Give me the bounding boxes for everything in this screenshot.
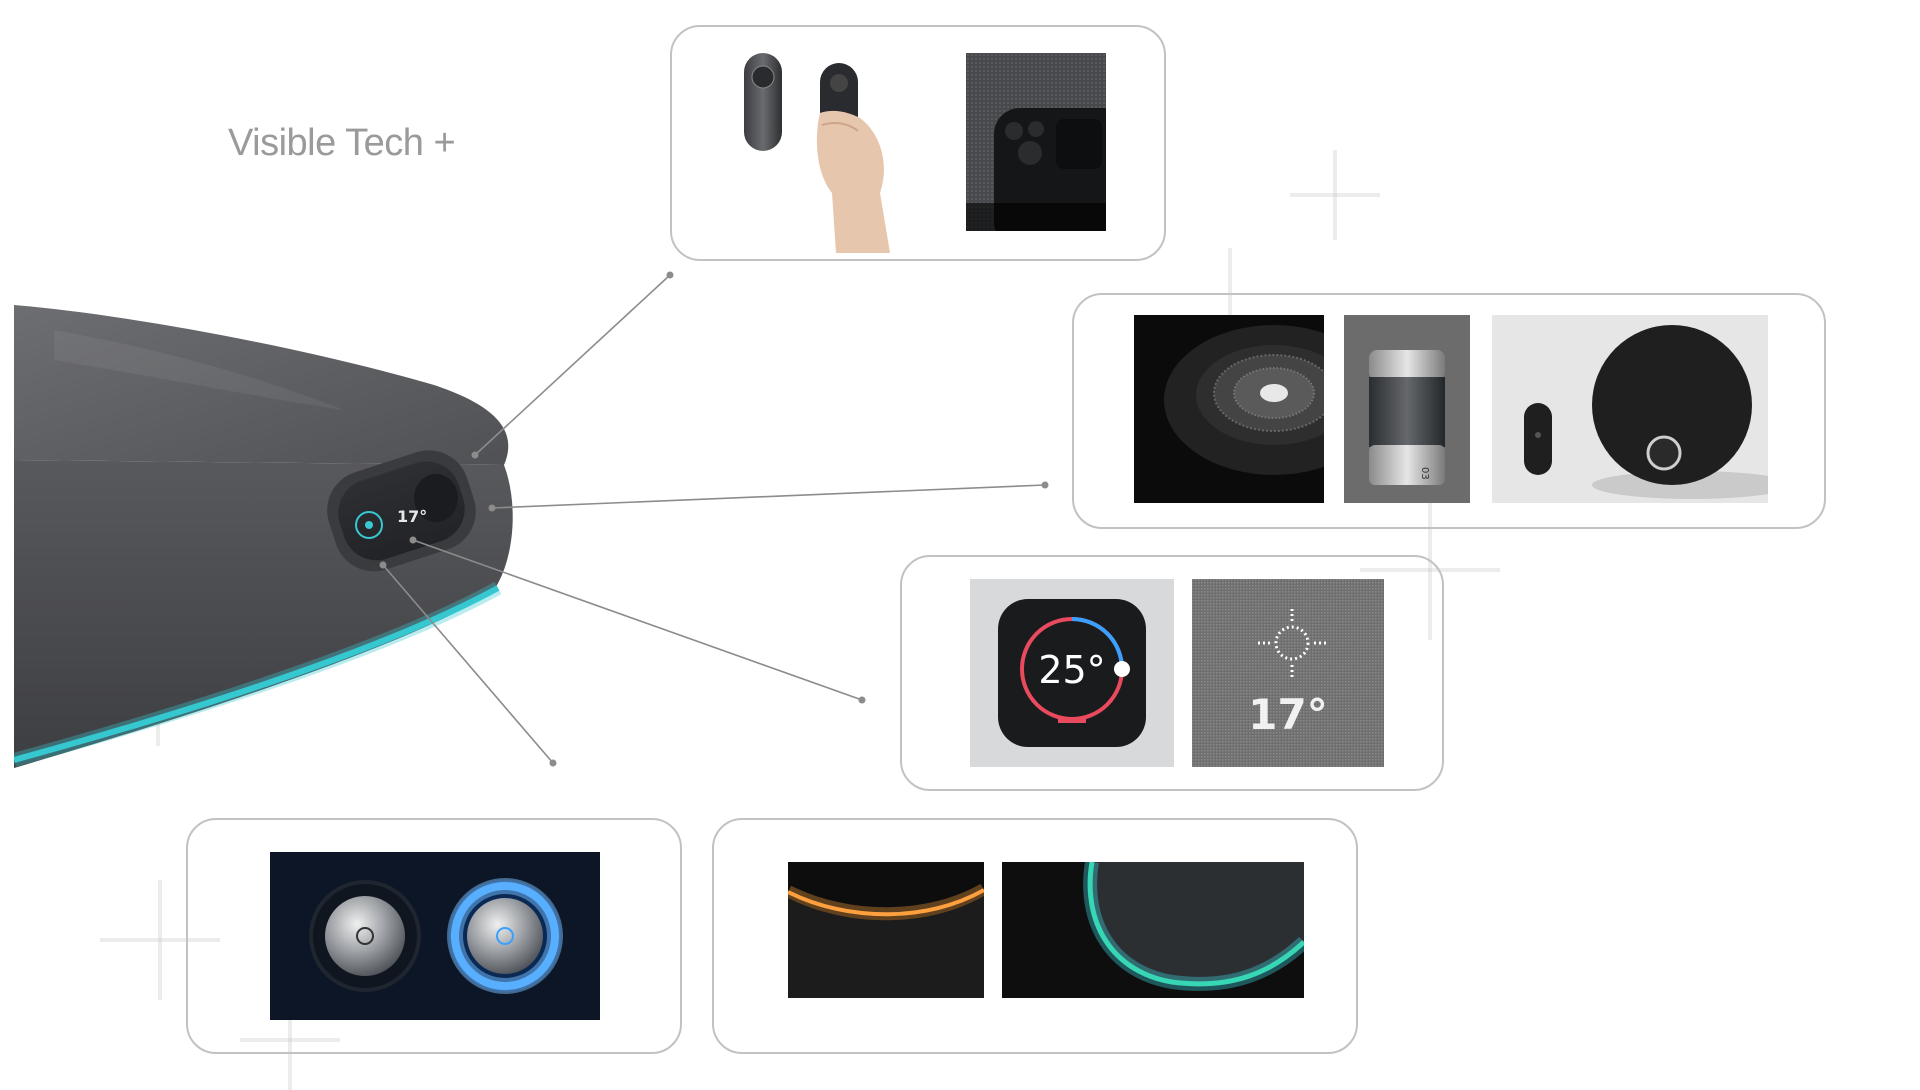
fabric-display-temperature: 17° [1248,690,1327,739]
decorative-cross [100,880,220,1000]
speaker-grille-image [1134,315,1324,503]
smart-mattress-render: 17° [12,290,524,830]
speaker-model-label: 03 [1419,467,1430,480]
product-temperature-readout: 17° [397,507,427,526]
power-buttons-image [270,852,600,1020]
speaker-reference-box: 03 [1072,293,1826,529]
power-button-reference-box [186,818,682,1054]
display-reference-box: 25° 17° [900,555,1444,791]
decorative-cross [1290,150,1380,240]
page-title: Visible Tech + [228,122,456,164]
remote-reference-box [670,25,1166,261]
orange-light-strip-image [788,862,984,998]
fabric-panel-buttons-image [966,53,1106,231]
decorative-cross [240,990,340,1090]
thermostat-image: 25° [970,579,1174,767]
round-speaker-image [1492,315,1768,503]
fabric-led-display-image: 17° [1192,579,1384,767]
remote-controls-image [740,43,900,253]
thermostat-temperature: 25° [1038,648,1105,692]
light-strip-reference-box [712,818,1358,1054]
green-light-speaker-image [1002,862,1304,998]
cylinder-speaker-image: 03 [1344,315,1470,503]
